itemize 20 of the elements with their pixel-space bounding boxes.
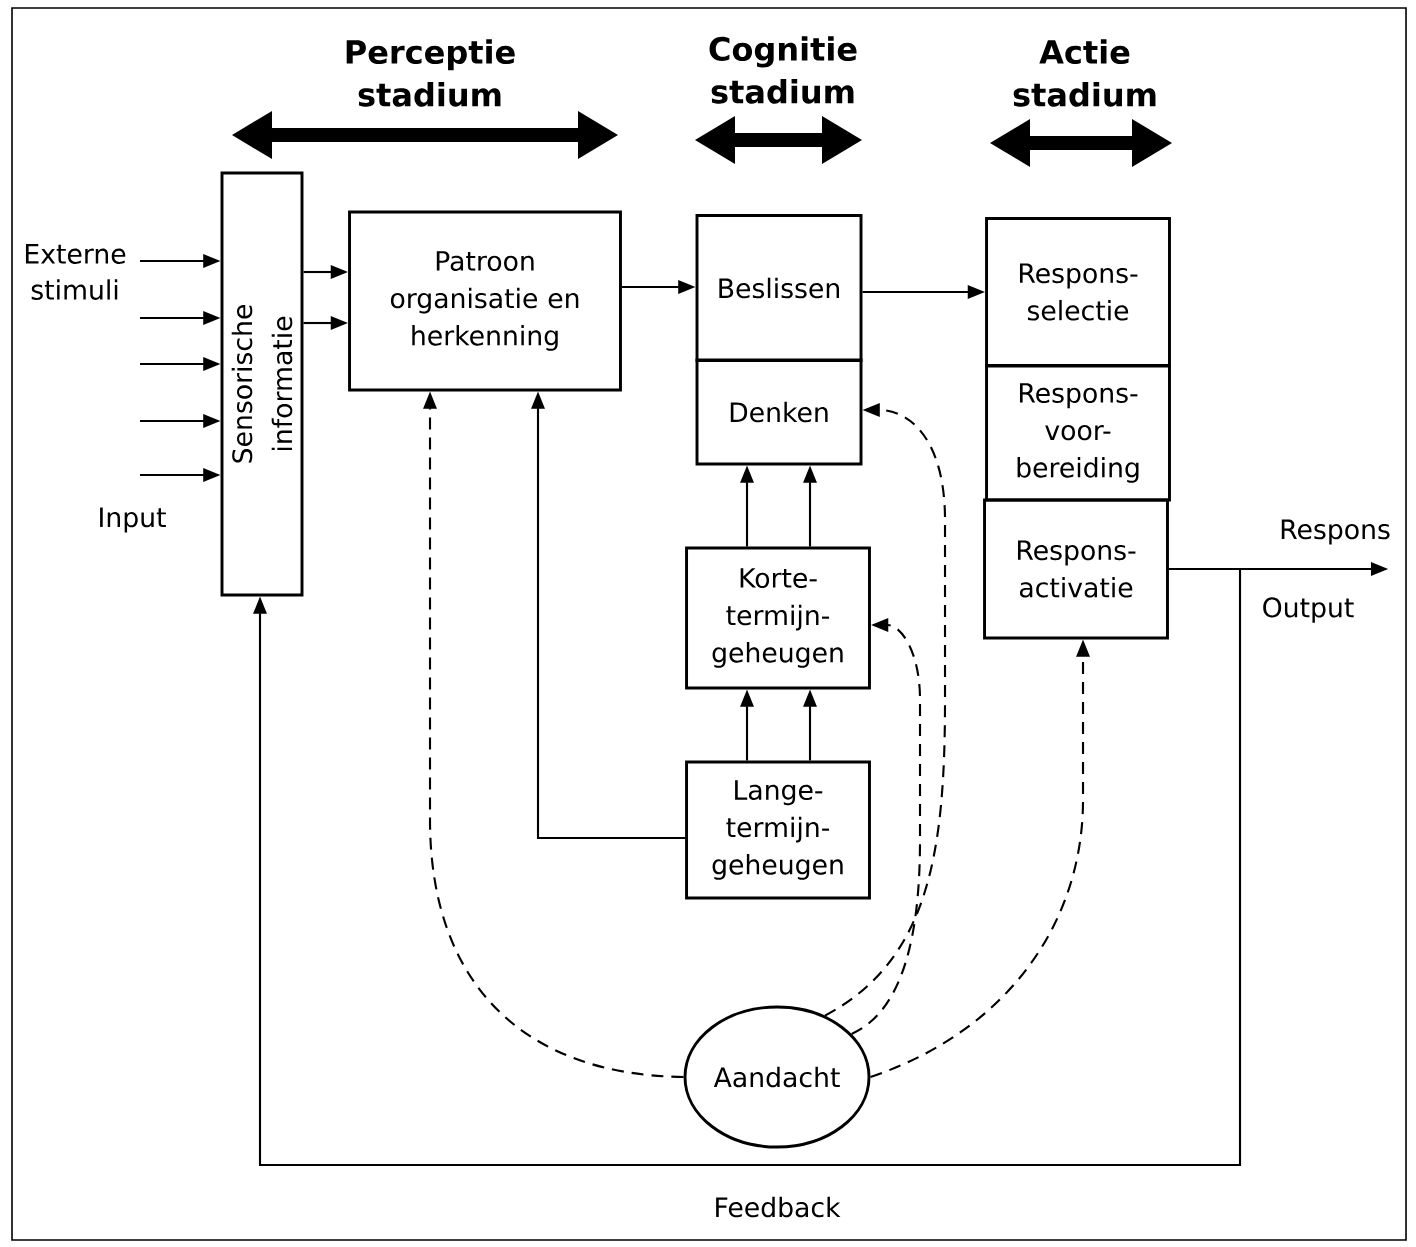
process-box: Patroon organisatie en herkenning: [348, 210, 622, 392]
edge-label: Feedback: [710, 1194, 844, 1220]
process-box: Korte- termijn- geheugen: [685, 546, 871, 690]
arrow: [253, 567, 1242, 1167]
process-box: Respons- voor- bereiding: [985, 364, 1171, 502]
edge-label: Respons: [1276, 516, 1394, 548]
output-label: Output: [1263, 597, 1354, 623]
text-label: Input: [100, 507, 166, 533]
text-label: Externe stimuli: [25, 244, 126, 300]
process-box: Denken: [695, 358, 863, 466]
process-box: Lange- termijn- geheugen: [685, 760, 871, 900]
stage-heading: Cognitie stadium: [709, 36, 857, 104]
arrow: [824, 403, 947, 1017]
stage-heading: Actie stadium: [1013, 39, 1156, 107]
arrow: [851, 618, 922, 1035]
process-box: Respons- selectie: [985, 217, 1171, 367]
process-box: Respons- activatie: [983, 498, 1169, 640]
process-box: Sensorische informatie: [220, 171, 304, 597]
process-box: Beslissen: [695, 214, 863, 362]
stage-heading: Perceptie stadium: [346, 39, 515, 107]
